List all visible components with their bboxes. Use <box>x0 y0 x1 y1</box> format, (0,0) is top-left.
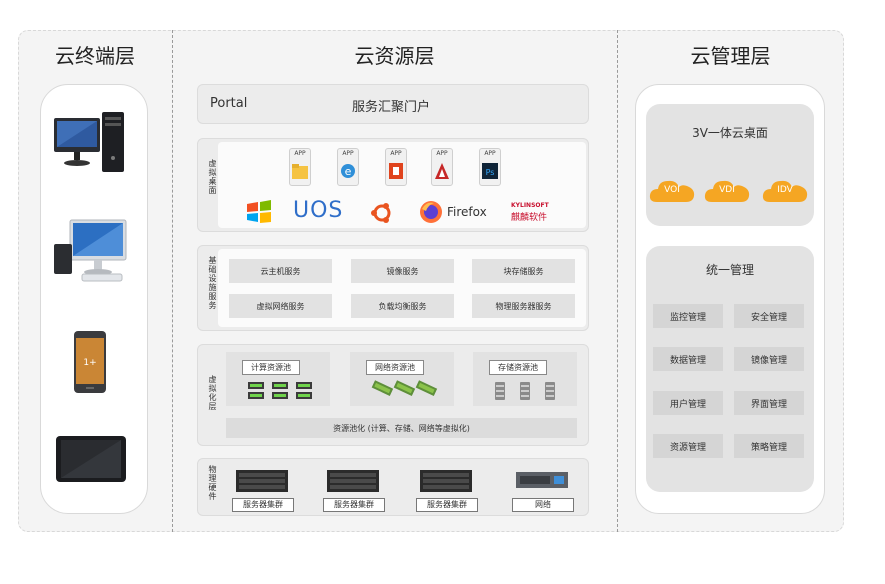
hardware-server-cluster-2: 服务器集群 <box>323 498 385 512</box>
resource-layer-title: 云资源层 <box>354 44 435 68</box>
network-pool: 网络资源池 <box>350 352 454 406</box>
mgmt-image: 镜像管理 <box>734 347 804 371</box>
tablet-icon <box>56 436 126 482</box>
photoshop-icon: Ps <box>482 163 498 179</box>
storage-disks-icon <box>495 382 555 400</box>
office-icon <box>389 163 403 179</box>
app-folder: APP <box>289 148 311 186</box>
cloud-voi: VOI <box>649 177 695 203</box>
mgmt-interface: 界面管理 <box>734 391 804 415</box>
unified-management-title: 统一管理 <box>705 263 754 277</box>
app-ie: APP e <box>337 148 359 186</box>
infrastructure-services-box: 基础设施服务 云主机服务 镜像服务 块存储服务 虚拟网络服务 负载均衡服务 物理… <box>197 245 589 331</box>
ubuntu-logo-icon <box>371 203 391 223</box>
portal-label: Portal <box>210 96 248 111</box>
infrastructure-services-label: 基础设施服务 <box>208 256 217 310</box>
svg-text:e: e <box>345 165 352 178</box>
app-photoshop: APP Ps <box>479 148 501 186</box>
all-in-one-pc-icon <box>54 219 127 282</box>
compute-pool-title: 计算资源池 <box>242 360 300 375</box>
storage-pool: 存储资源池 <box>473 352 577 406</box>
mgmt-policy: 策略管理 <box>734 434 804 458</box>
resource-pooling-bar: 资源池化 (计算、存储、网络等虚拟化) <box>226 418 577 438</box>
management-layer-title: 云管理层 <box>690 44 771 68</box>
cloud-icon <box>649 180 695 202</box>
windows-logo-icon <box>247 200 271 223</box>
virtual-desktop-label: 虚拟桌面 <box>208 159 217 195</box>
mgmt-data: 数据管理 <box>653 347 723 371</box>
firefox-logo-icon <box>420 201 442 223</box>
desktop-pc-icon <box>54 112 124 172</box>
vdi-title: 3V一体云桌面 <box>692 126 768 140</box>
service-block-storage: 块存储服务 <box>472 259 575 283</box>
service-cloud-host: 云主机服务 <box>229 259 332 283</box>
mgmt-resource: 资源管理 <box>653 434 723 458</box>
vdi-box: 3V一体云桌面 VOI VDI IDV <box>646 104 814 226</box>
physical-hardware-label: 物理硬件 <box>208 465 217 501</box>
virtualization-box: 虚拟化层 计算资源池 网络资源池 存储资源池 <box>197 344 589 446</box>
network-switch-icon <box>516 472 568 488</box>
server-rack-icon <box>236 470 288 492</box>
physical-hardware-content: 服务器集群 服务器集群 服务器集群 网络 <box>218 462 586 512</box>
uos-logo: UOS <box>293 198 344 223</box>
infrastructure-services-content: 云主机服务 镜像服务 块存储服务 虚拟网络服务 负载均衡服务 物理服务器服务 <box>218 249 586 327</box>
compute-pool: 计算资源池 <box>226 352 330 406</box>
network-pool-title: 网络资源池 <box>366 360 424 375</box>
mgmt-user: 用户管理 <box>653 391 723 415</box>
hardware-server-cluster-3: 服务器集群 <box>416 498 478 512</box>
divider-right <box>617 30 618 532</box>
portal-box: Portal 服务汇聚门户 <box>197 84 589 124</box>
client-layer-title: 云终端层 <box>55 44 135 68</box>
storage-pool-title: 存储资源池 <box>489 360 547 375</box>
mgmt-security: 安全管理 <box>734 304 804 328</box>
compute-chips-icon <box>248 382 312 399</box>
cloud-icon <box>704 180 750 202</box>
portal-title: 服务汇聚门户 <box>352 100 431 115</box>
service-load-balancing: 负载均衡服务 <box>351 294 454 318</box>
mgmt-monitoring: 监控管理 <box>653 304 723 328</box>
hardware-network: 网络 <box>512 498 574 512</box>
autocad-icon <box>435 163 449 179</box>
service-image: 镜像服务 <box>351 259 454 283</box>
cloud-idv: IDV <box>762 177 808 203</box>
app-autocad: APP <box>431 148 453 186</box>
folder-icon <box>292 164 308 179</box>
smartphone-icon: 1+ <box>74 331 106 393</box>
service-virtual-network: 虚拟网络服务 <box>229 294 332 318</box>
virtualization-label: 虚拟化层 <box>208 375 217 411</box>
physical-hardware-box: 物理硬件 服务器集群 服务器集群 服务器集群 网络 <box>197 458 589 516</box>
network-cards-icon <box>371 380 438 396</box>
virtual-desktop-box: 虚拟桌面 APP APP e APP APP APP Ps <box>197 138 589 232</box>
app-office: APP <box>385 148 407 186</box>
server-rack-icon <box>420 470 472 492</box>
cloud-vdi: VDI <box>704 177 750 203</box>
hardware-server-cluster-1: 服务器集群 <box>232 498 294 512</box>
svg-text:Ps: Ps <box>486 168 495 177</box>
unified-management-box: 统一管理 监控管理 安全管理 数据管理 镜像管理 用户管理 界面管理 资源管理 … <box>646 246 814 492</box>
service-physical-server: 物理服务器服务 <box>472 294 575 318</box>
kylinsoft-label: KYLINSOFT <box>511 202 549 209</box>
svg-text:1+: 1+ <box>83 358 96 368</box>
virtualization-content: 计算资源池 网络资源池 存储资源池 <box>218 348 586 442</box>
divider-left <box>172 30 173 532</box>
firefox-label: Firefox <box>447 205 487 219</box>
kylin-software-label: 麒麟软件 <box>511 213 548 223</box>
cloud-icon <box>762 180 808 202</box>
virtual-desktop-content: APP APP e APP APP APP Ps UO <box>218 142 586 228</box>
internet-explorer-icon: e <box>341 164 355 178</box>
server-rack-icon <box>327 470 379 492</box>
